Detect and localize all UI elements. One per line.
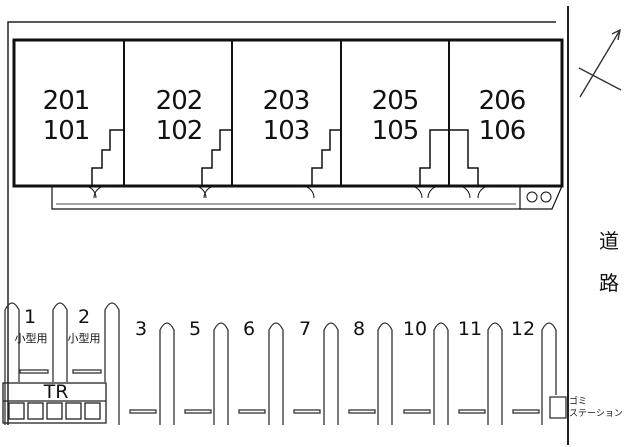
trash-station-box [549, 396, 567, 419]
unit-203-label: 203 [262, 86, 311, 116]
parking-space-11: 11 [457, 318, 483, 340]
unit-102-label: 102 [155, 116, 204, 146]
north-arrow-icon [578, 28, 622, 98]
unit-106-label: 106 [478, 116, 527, 146]
trash-station-label-2: ステーション [569, 409, 623, 419]
trash-station-label-1: ゴミ [569, 397, 588, 407]
parking-space-10: 10 [402, 318, 428, 340]
parking-space-1: 1 [23, 306, 37, 328]
parking-space-2: 2 [77, 306, 91, 328]
parking-space-6: 6 [242, 318, 256, 340]
apartment-building [12, 38, 564, 210]
unit-201-label: 201 [42, 86, 91, 116]
road-label-2: 路 [599, 271, 619, 295]
parking-space-5: 5 [188, 318, 202, 340]
unit-101-label: 101 [42, 116, 91, 146]
building-outline [12, 38, 564, 188]
unit-206-label: 206 [478, 86, 527, 116]
site-boundary [7, 21, 556, 425]
parking-space-7: 7 [298, 318, 312, 340]
tr-enclosure [2, 382, 107, 424]
parking-space-2-note: 小型用 [67, 332, 101, 345]
parking-space-3: 3 [134, 318, 148, 340]
tr-label: TR [43, 381, 69, 403]
unit-205-label: 205 [371, 86, 420, 116]
parking-space-1-note: 小型用 [14, 332, 48, 345]
parking-space-12: 12 [510, 318, 536, 340]
unit-105-label: 105 [371, 116, 420, 146]
parking-space-8: 8 [352, 318, 366, 340]
parking-lot [4, 302, 557, 425]
corridor [51, 186, 521, 210]
road-label-1: 道 [599, 229, 619, 253]
unit-202-label: 202 [155, 86, 204, 116]
unit-103-label: 103 [262, 116, 311, 146]
